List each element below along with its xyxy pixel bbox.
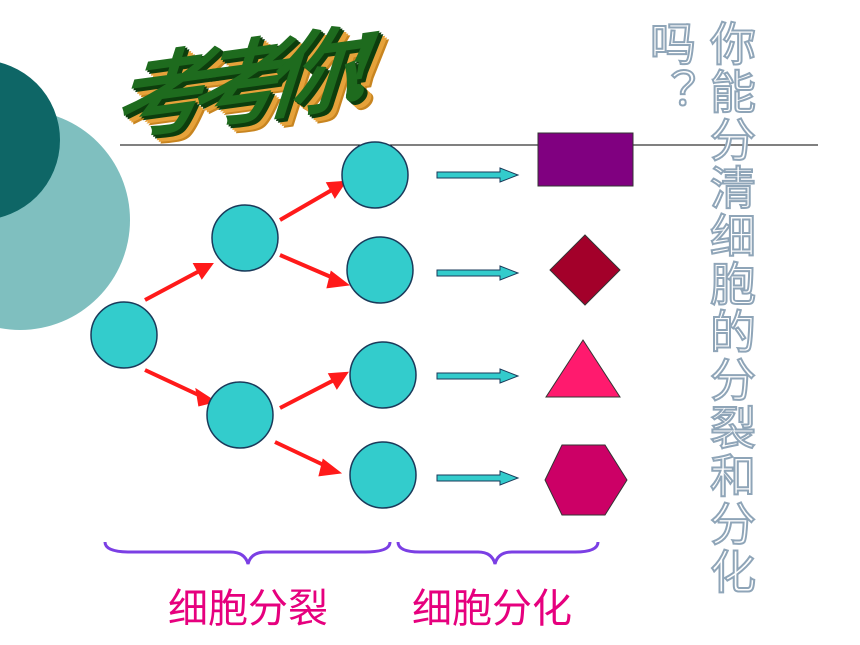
cell-gen2-a xyxy=(341,141,409,209)
cell-parent xyxy=(90,301,158,369)
cell-gen2-c xyxy=(349,341,417,409)
differentiation-arrow xyxy=(436,368,520,384)
cell-gen1-top xyxy=(211,204,279,272)
differentiation-arrows xyxy=(436,167,520,486)
differentiation-brace xyxy=(396,541,600,565)
division-arrowhead xyxy=(325,180,347,199)
division-arrowhead xyxy=(318,458,343,477)
decor-circle-dark xyxy=(0,62,60,218)
cell-gen2-d xyxy=(349,441,417,509)
differentiation-arrow xyxy=(436,470,520,486)
square-shape xyxy=(537,132,634,187)
division-arrow xyxy=(274,440,331,470)
division-arrowhead xyxy=(192,263,214,280)
division-arrowhead xyxy=(326,270,351,289)
cells xyxy=(90,141,417,509)
cell-gen1-bottom xyxy=(206,381,274,449)
division-arrow xyxy=(144,368,206,400)
division-arrowhead xyxy=(195,387,217,407)
division-brace xyxy=(103,541,392,565)
differentiation-arrow xyxy=(436,265,520,281)
cell-gen2-b xyxy=(346,236,414,304)
division-arrow xyxy=(279,376,339,410)
label-division: 细胞分裂 xyxy=(168,586,328,632)
label-differentiation: 细胞分化 xyxy=(412,586,572,632)
triangle-shape xyxy=(545,339,621,398)
side-question: 你能分清细胞的分裂和分化吗？ xyxy=(642,19,758,597)
division-arrow xyxy=(278,185,339,222)
differentiation-arrow xyxy=(436,167,520,183)
division-arrow xyxy=(279,253,339,282)
diamond-shape xyxy=(549,234,621,306)
hexagon-shape xyxy=(544,444,628,516)
division-arrow xyxy=(144,266,206,302)
division-arrowhead xyxy=(327,371,349,390)
division-arrows xyxy=(144,180,351,477)
